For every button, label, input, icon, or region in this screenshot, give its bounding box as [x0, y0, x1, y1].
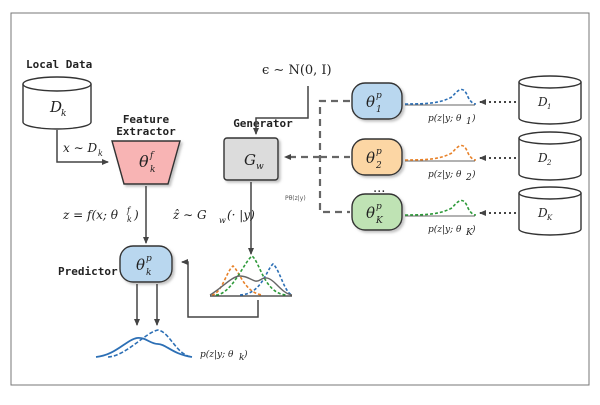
- generator-block: G w: [223, 137, 279, 181]
- arrow-mixture-to-predictor: [181, 259, 259, 318]
- feature-extractor-block: θ f k: [111, 140, 181, 185]
- z-def-sup: f: [126, 206, 132, 215]
- predictor-block: θ p k: [119, 245, 173, 283]
- x-sample-label: x ∼ D: [63, 141, 97, 155]
- client-model-theta: θ: [366, 149, 375, 167]
- generator-title: Generator: [233, 117, 293, 130]
- client-collector: [284, 99, 350, 214]
- z-def-label: z = f(x; θ: [62, 208, 119, 222]
- client-dist-label: p(z|y; θ: [428, 224, 462, 235]
- client-model-box: [351, 193, 403, 231]
- client-model-sup: p: [376, 91, 382, 101]
- arrow-noise-to-generator: [253, 86, 309, 135]
- client-data-label: D: [537, 95, 548, 109]
- client-model-sub: K: [375, 216, 384, 226]
- zhat-def-tail: (· |y): [227, 208, 255, 222]
- arrow-data-to-extractor: [56, 130, 109, 165]
- local-data-cylinder: D k: [22, 76, 92, 130]
- generator-sub: w: [256, 162, 264, 172]
- feature-extractor-sub: k: [150, 165, 155, 175]
- client-dist-label: p(z|y; θ: [428, 113, 462, 124]
- predictor-dist-sub: k: [239, 353, 244, 363]
- client-dist-sub: 1: [466, 117, 472, 127]
- client-dist-sub: 2: [465, 173, 472, 183]
- client-dist-sub: K: [465, 228, 474, 238]
- predictor-dist-label: p(z|y; θ: [200, 349, 234, 360]
- local-data-sub: k: [61, 109, 66, 119]
- predictor-distribution: [95, 329, 193, 358]
- feature-extractor-title-1: Feature: [123, 113, 170, 126]
- predictor-theta: θ: [136, 256, 145, 274]
- client-dist-curve: [404, 144, 477, 161]
- client-model-theta: θ: [366, 204, 375, 222]
- x-sample-sub: k: [98, 149, 103, 158]
- local-data-title: Local Data: [26, 58, 92, 71]
- client-dist-curve: [404, 199, 477, 216]
- client-model-box: [351, 138, 403, 176]
- client-dist-curve: [404, 88, 477, 105]
- predictor-sub: k: [146, 268, 151, 278]
- mixture-distributions: [209, 254, 293, 297]
- local-data-label: D: [49, 98, 62, 116]
- client-model-theta: θ: [366, 93, 375, 111]
- client-model-sub: 2: [375, 161, 382, 171]
- z-def-sub: k: [127, 215, 132, 224]
- generator-label: G: [244, 151, 256, 169]
- client-data-sub: K: [546, 214, 553, 222]
- z-def-tail: ): [133, 208, 139, 222]
- client-data-label: D: [537, 206, 548, 220]
- tiny-collector-label: Pθ(z|y): [285, 195, 306, 202]
- client-model-sup: p: [376, 147, 382, 157]
- client-dist-label: p(z|y; θ: [428, 169, 462, 180]
- client-dist-tail: ): [471, 169, 476, 180]
- client-dist-tail: ): [471, 113, 476, 124]
- client-data-label: D: [537, 151, 548, 165]
- client-model-box: [351, 82, 403, 120]
- client-model-sub: 1: [376, 105, 382, 115]
- predictor-dist-tail: ): [243, 349, 248, 360]
- noise-label: ϵ ∼ N(0, I): [262, 63, 332, 78]
- feature-extractor-theta: θ: [139, 152, 149, 171]
- outer-frame: [10, 12, 590, 386]
- client-ellipsis: ...: [373, 181, 385, 196]
- feature-extractor-sup: f: [149, 151, 155, 161]
- client-data-sub: 1: [547, 103, 551, 111]
- client-model-sup: p: [376, 202, 382, 212]
- zhat-def-label: ẑ ∼ G: [172, 208, 207, 222]
- client-dist-tail: ): [471, 224, 476, 235]
- zhat-def-sub: w: [219, 216, 226, 225]
- feature-extractor-title-2: Extractor: [116, 125, 176, 138]
- predictor-title: Predictor: [58, 265, 118, 278]
- predictor-sup: p: [146, 254, 152, 264]
- client-data-sub: 2: [546, 159, 552, 167]
